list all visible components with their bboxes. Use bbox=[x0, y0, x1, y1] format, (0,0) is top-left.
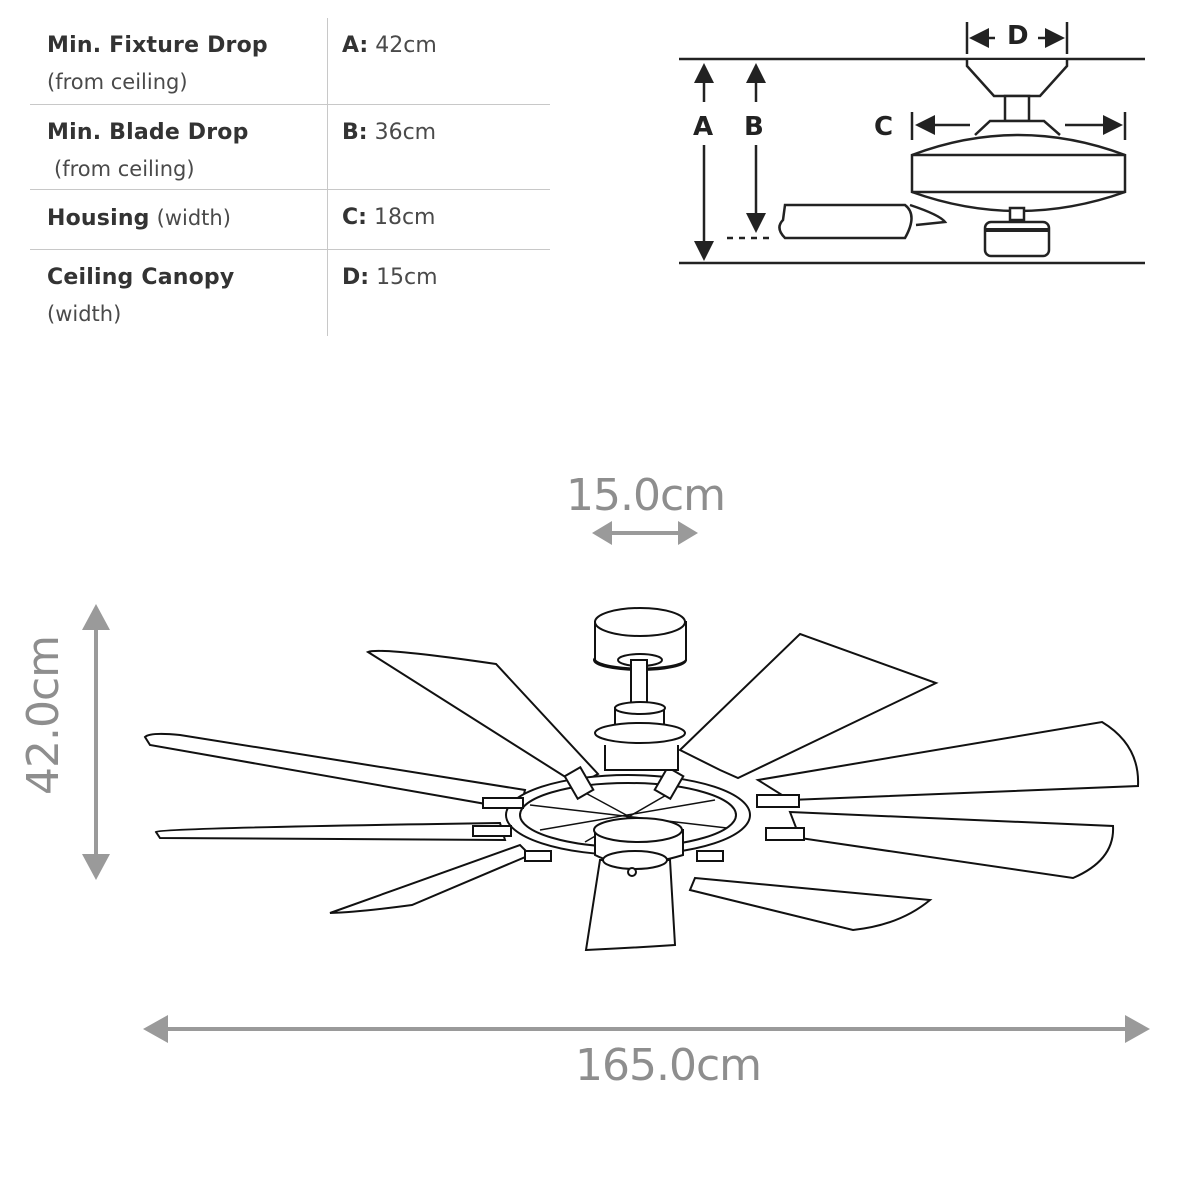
spec-value: 15cm bbox=[376, 265, 438, 290]
dim-letter-d: D bbox=[1007, 21, 1029, 51]
arrow-right-icon bbox=[678, 521, 698, 545]
spec-value: 42cm bbox=[375, 33, 437, 58]
blade-holder bbox=[756, 794, 800, 808]
blade-holder bbox=[563, 765, 595, 801]
dim-letter-c: C bbox=[874, 112, 894, 142]
spec-value: 18cm bbox=[373, 205, 436, 230]
blade-holder bbox=[472, 825, 512, 837]
arrow-down-icon bbox=[82, 854, 110, 880]
spec-key: B: bbox=[342, 120, 368, 145]
dim-letter-a: A bbox=[693, 112, 714, 142]
arrow-left-icon bbox=[143, 1015, 168, 1043]
spec-key: D: bbox=[342, 265, 370, 290]
blade-holder bbox=[765, 827, 805, 841]
spec-table: Min. Fixture Drop (from ceiling) A: 42cm… bbox=[30, 18, 550, 336]
spec-row-housing: Housing (width) C: 18cm bbox=[30, 190, 550, 250]
fan-blade bbox=[329, 843, 532, 914]
spec-sublabel: (from ceiling) bbox=[54, 157, 195, 181]
arrow-up-icon bbox=[82, 604, 110, 630]
motor-top bbox=[594, 722, 686, 744]
spec-sublabel: (from ceiling) bbox=[47, 70, 188, 94]
fan-blade bbox=[788, 810, 1115, 880]
spec-row-fixture-drop: Min. Fixture Drop (from ceiling) A: 42cm bbox=[30, 18, 550, 105]
blade-holder bbox=[696, 850, 724, 862]
height-label: 42.0cm bbox=[18, 635, 69, 795]
fan-blade bbox=[688, 876, 933, 932]
blade-holder bbox=[524, 850, 552, 862]
spec-label: Min. Blade Drop bbox=[47, 120, 249, 145]
side-view-lines bbox=[679, 22, 1145, 265]
span-label: 165.0cm bbox=[575, 1040, 762, 1091]
fan-blade bbox=[584, 859, 677, 952]
light-lens bbox=[602, 850, 668, 870]
spec-key: A: bbox=[342, 33, 369, 58]
fan-blade bbox=[365, 649, 600, 787]
spec-label: Min. Fixture Drop bbox=[47, 33, 268, 58]
downrod bbox=[630, 659, 648, 705]
blade-holder bbox=[653, 765, 685, 801]
spec-value: 36cm bbox=[374, 120, 437, 145]
fan-blade bbox=[143, 732, 527, 812]
spec-label: Housing bbox=[47, 206, 150, 231]
fan-blade bbox=[678, 632, 939, 780]
spec-row-blade-drop: Min. Blade Drop (from ceiling) B: 36cm bbox=[30, 105, 550, 190]
fan-illustration bbox=[143, 607, 1140, 952]
dimension-arrows bbox=[82, 521, 1150, 1043]
arrow-left-icon bbox=[592, 521, 612, 545]
spec-label: Ceiling Canopy bbox=[47, 265, 235, 290]
spec-sublabel: (width) bbox=[156, 206, 231, 230]
fan-blade bbox=[755, 720, 1140, 802]
spec-key: C: bbox=[342, 205, 367, 230]
spec-sublabel: (width) bbox=[47, 302, 122, 326]
spec-row-canopy: Ceiling Canopy (width) D: 15cm bbox=[30, 250, 550, 336]
blade-holder bbox=[482, 797, 524, 809]
canopy-width-label: 15.0cm bbox=[566, 470, 726, 521]
arrow-right-icon bbox=[1125, 1015, 1150, 1043]
dim-letter-b: B bbox=[744, 112, 764, 142]
fan-blade bbox=[154, 821, 507, 842]
